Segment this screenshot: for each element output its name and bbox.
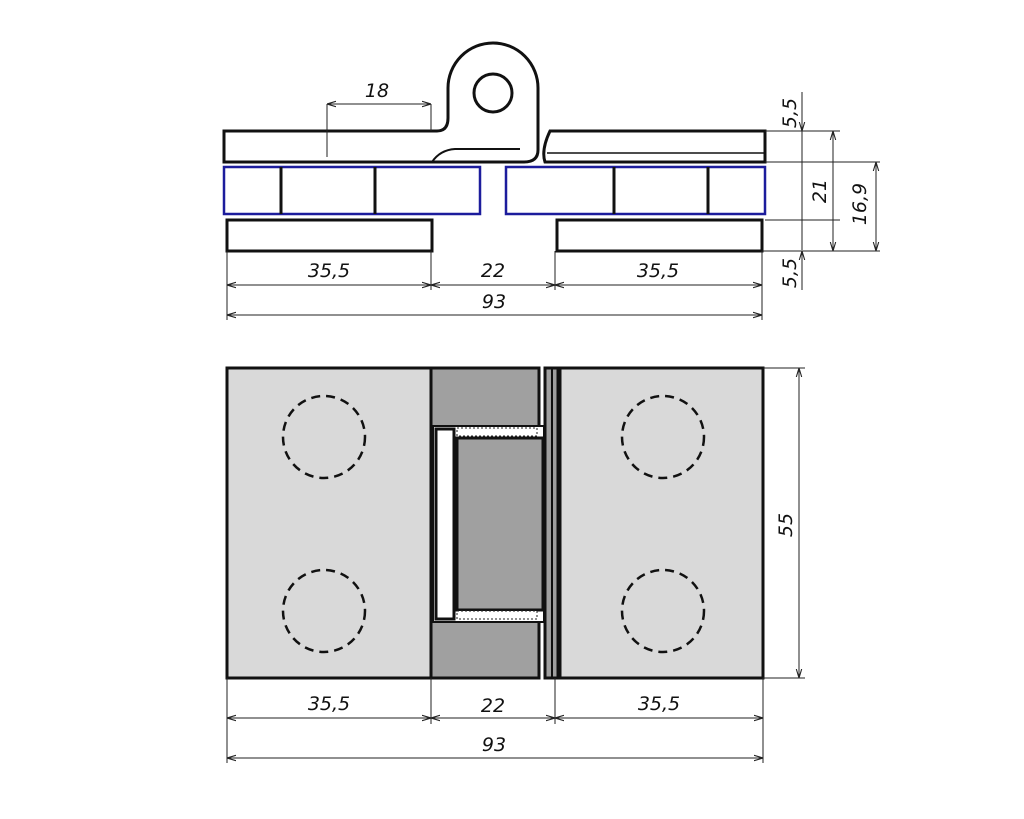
front-dim-overall: 93	[482, 734, 506, 756]
front-view: 35,5 22 35,5 93 55	[225, 366, 805, 763]
top-left-leaf	[222, 41, 540, 164]
dim-height-front: 55	[763, 367, 805, 679]
front-dim-right-leaf: 35,5	[638, 693, 680, 715]
dim-leaf-tab-text: 18	[365, 80, 389, 102]
dim-row-front: 35,5 22 35,5 93	[226, 678, 764, 763]
spacer-right	[504, 165, 767, 216]
top-right-leaf	[542, 129, 767, 164]
pin-hole	[472, 72, 514, 114]
screw-hole-top-right	[620, 394, 706, 480]
screw-hole-bottom-right	[620, 568, 706, 654]
side-view: 18 35,5 22 35,5 93	[222, 41, 880, 320]
front-dim-left-leaf: 35,5	[308, 693, 350, 715]
dim-row-side: 35,5 22 35,5 93	[226, 251, 763, 320]
side-dim-bottom-thickness: 5,5	[779, 258, 801, 288]
side-dim-top-thickness: 5,5	[779, 98, 801, 128]
knuckle-step	[431, 148, 520, 163]
side-dim-inner-height: 16,9	[849, 183, 871, 225]
side-dim-total-height: 21	[809, 179, 831, 203]
front-right-leaf	[558, 366, 765, 680]
dim-vertical-side: 5,5 5,5 21 16,9	[762, 92, 880, 290]
side-dim-gap: 22	[481, 260, 505, 282]
front-seal-top	[456, 427, 538, 437]
spacer-left	[222, 165, 482, 216]
screw-hole-bottom-left	[281, 568, 367, 654]
side-dim-right-leaf: 35,5	[637, 260, 679, 282]
front-knuckle	[455, 436, 545, 612]
front-pin-plate	[434, 427, 456, 621]
front-dim-height: 55	[775, 513, 797, 537]
side-dim-overall: 93	[482, 291, 506, 313]
side-dim-left-leaf: 35,5	[308, 260, 350, 282]
front-dim-gap: 22	[481, 695, 505, 717]
bottom-right-plate	[555, 218, 764, 253]
bottom-left-plate	[225, 218, 434, 253]
front-left-leaf	[225, 366, 433, 680]
screw-hole-top-left	[281, 394, 367, 480]
dim-leaf-tab: 18	[326, 80, 432, 157]
front-seal-bottom	[456, 610, 538, 620]
